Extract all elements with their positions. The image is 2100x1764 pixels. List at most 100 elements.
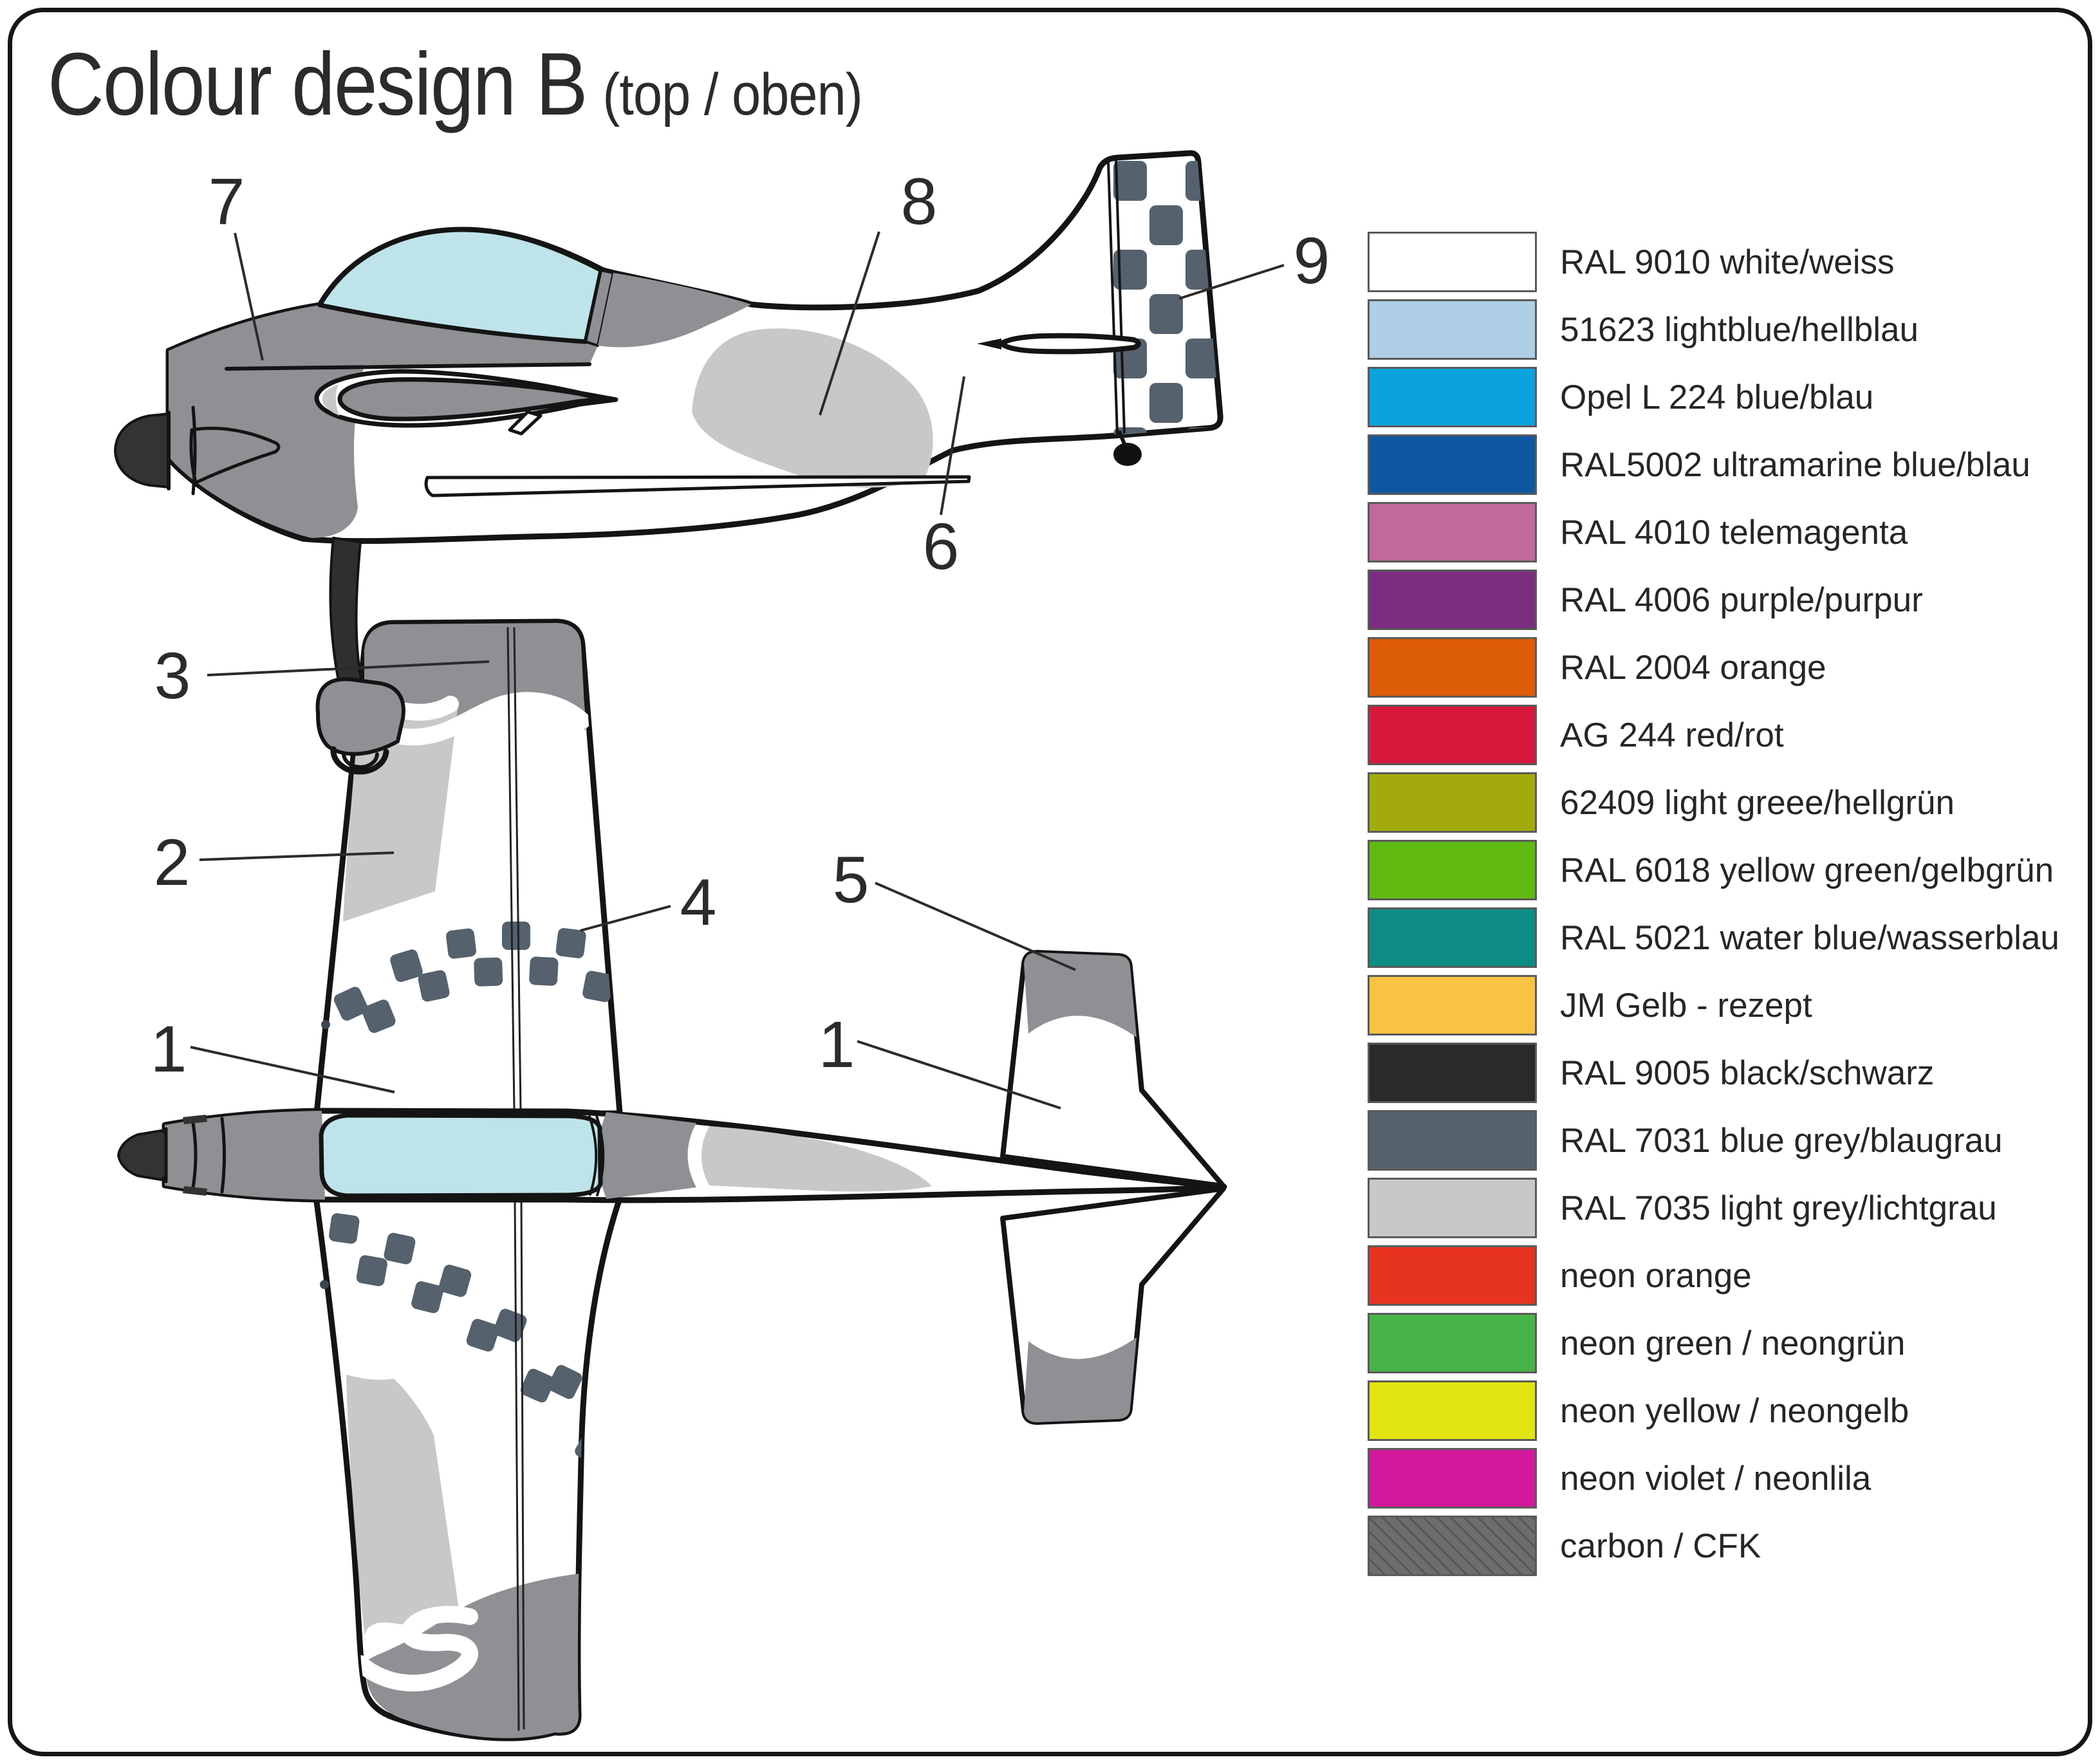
callout-6: 6: [923, 510, 960, 583]
legend-item: AG 244 red/rot: [1368, 705, 2059, 765]
color-swatch: [1368, 1245, 1537, 1306]
color-swatch-carbon: [1368, 1516, 1537, 1576]
side-view-stab: [999, 333, 1141, 355]
color-swatch: [1368, 975, 1537, 1035]
checker-band-left-wing: [333, 922, 614, 1034]
color-swatch: [1368, 1178, 1537, 1238]
leader-line: [1178, 264, 1285, 300]
turtledeck-grey: [598, 273, 751, 348]
color-swatch: [1368, 232, 1537, 292]
top-view-cowl-grey: [165, 1111, 325, 1200]
top-view-prop-blade: [183, 1115, 207, 1124]
callout-2: 2: [154, 826, 190, 899]
top-view-spinner: [117, 1129, 167, 1181]
legend-label: Opel L 224 blue/blau: [1560, 378, 1874, 416]
legend-label: RAL5002 ultramarine blue/blau: [1560, 445, 2030, 484]
callout-8: 8: [901, 165, 938, 238]
side-view-nose-grey: [169, 305, 598, 538]
callout-3: 3: [154, 639, 191, 712]
legend-item: neon violet / neonlila: [1368, 1448, 2059, 1509]
legend-item: RAL 2004 orange: [1368, 637, 2059, 698]
legend-label: carbon / CFK: [1560, 1527, 1761, 1565]
legend-item: JM Gelb - rezept: [1368, 975, 2059, 1035]
wing-center-joint-line: [506, 627, 525, 1731]
legend-item: neon yellow / neongelb: [1368, 1380, 2059, 1441]
callout-7: 7: [209, 165, 245, 238]
page-title: Colour design B (top / oben): [48, 33, 863, 136]
side-view-aft-lightgrey-patch: [692, 328, 933, 488]
aileron-linkage-tab: [508, 410, 543, 436]
stab-upper-grey-tip: [1024, 952, 1137, 1037]
legend-item: RAL 9005 black/schwarz: [1368, 1043, 2059, 1103]
legend-label: RAL 7035 light grey/lichtgrau: [1560, 1189, 1997, 1227]
callouts: 7 8 9 6 3 2 1 4 5 1: [151, 165, 1330, 1109]
color-swatch: [1368, 1380, 1537, 1441]
top-view-aft-lightgrey: [702, 1126, 932, 1192]
legend-item: neon orange: [1368, 1245, 2059, 1306]
leader-line: [875, 882, 1076, 971]
color-swatch: [1368, 637, 1537, 698]
top-view-canopy: [319, 1113, 603, 1198]
legend-label: RAL 7031 blue grey/blaugrau: [1560, 1121, 2003, 1160]
leader-line: [199, 851, 395, 861]
wing-fairing-lightgrey: [322, 384, 340, 416]
callout-1-left: 1: [151, 1012, 187, 1086]
title-main: Colour design B: [48, 35, 588, 134]
leader-line: [580, 905, 671, 932]
legend-item: RAL 7035 light grey/lichtgrau: [1368, 1178, 2059, 1238]
legend-item: RAL 6018 yellow green/gelbgrün: [1368, 840, 2059, 900]
side-view-stab-tip: [977, 339, 1001, 349]
legend-item: RAL5002 ultramarine blue/blau: [1368, 434, 2059, 495]
legend-label: RAL 4006 purple/purpur: [1560, 580, 1923, 619]
leader-line: [857, 1040, 1061, 1109]
side-view: [114, 150, 1223, 775]
cowl-ring-line: [191, 405, 197, 496]
color-swatch: [1368, 570, 1537, 630]
color-swatch: [1368, 907, 1537, 968]
color-swatch: [1368, 1110, 1537, 1171]
legend-label: JM Gelb - rezept: [1560, 986, 1812, 1025]
leader-line: [234, 232, 264, 361]
legend-item: RAL 7031 blue grey/blaugrau: [1368, 1110, 2059, 1171]
right-wing-paint: [346, 1375, 580, 1738]
legend-label: 62409 light greee/hellgrün: [1560, 783, 1955, 822]
legend-label: RAL 4010 telemagenta: [1560, 513, 1908, 552]
wheel: [330, 746, 389, 775]
air-intake: [189, 427, 281, 485]
stab-lower-grey-tip: [1024, 1337, 1137, 1422]
cowl-ring-lines: [191, 1117, 226, 1194]
legend-label: neon yellow / neongelb: [1560, 1391, 1910, 1430]
callout-5: 5: [833, 843, 869, 916]
legend-label: AG 244 red/rot: [1560, 716, 1784, 754]
legend-item: Opel L 224 blue/blau: [1368, 367, 2059, 427]
color-swatch: [1368, 1043, 1537, 1103]
legend-item: RAL 4010 telemagenta: [1368, 502, 2059, 562]
tailwheel: [1113, 443, 1142, 466]
side-view-spinner: [114, 413, 170, 488]
leader-line: [819, 231, 880, 416]
wheel-pant: [315, 677, 405, 756]
wing-rivet-dot: [321, 1020, 330, 1029]
gear-leg: [329, 537, 363, 689]
callout-4: 4: [680, 866, 717, 939]
fuselage-seam-line: [225, 362, 591, 371]
wheel-inner: [341, 751, 379, 769]
legend-item: RAL 4006 purple/purpur: [1368, 570, 2059, 630]
legend-item: RAL 9010 white/weiss: [1368, 232, 2059, 292]
rudder-hinge-line: [1107, 158, 1126, 435]
legend-label: RAL 9010 white/weiss: [1560, 243, 1895, 281]
callout-1-right: 1: [819, 1008, 855, 1081]
top-view-aft-grey: [595, 1112, 696, 1199]
legend-label: RAL 6018 yellow green/gelbgrün: [1560, 851, 2054, 889]
color-swatch: [1368, 1313, 1537, 1373]
side-view-canopy: [317, 227, 604, 344]
airplane-diagram: 7 8 9 6 3 2 1 4 5 1: [114, 150, 1330, 1741]
callout-9: 9: [1294, 224, 1330, 297]
color-legend: RAL 9010 white/weiss 51623 lightblue/hel…: [1368, 232, 2059, 1583]
legend-label: neon orange: [1560, 1256, 1752, 1295]
wing-fairing-airfoil: [337, 377, 606, 422]
legend-item: neon green / neongrün: [1368, 1313, 2059, 1373]
color-swatch: [1368, 1448, 1537, 1509]
rudder-checkerboard: [1113, 161, 1219, 435]
